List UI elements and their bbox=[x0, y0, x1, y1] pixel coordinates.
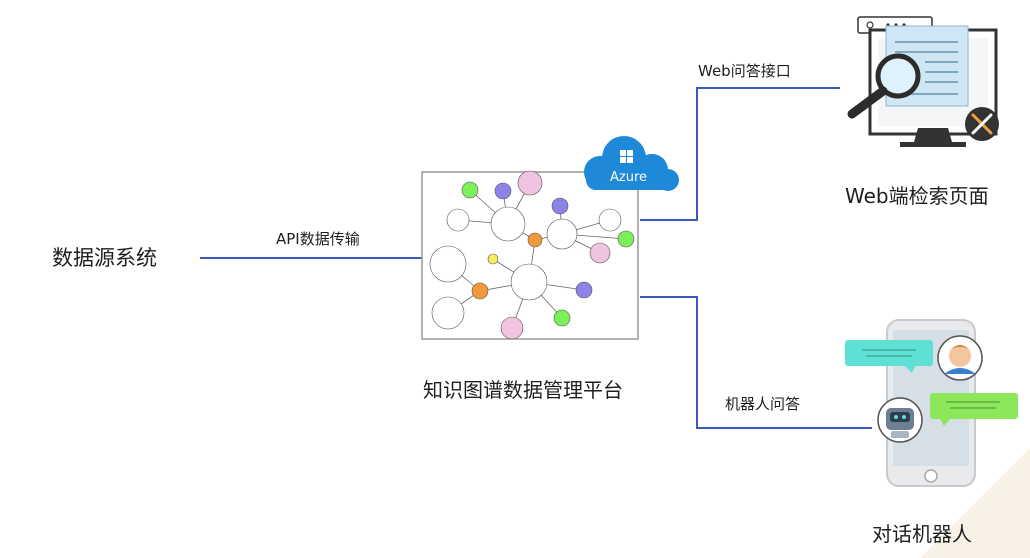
edge-label-api: API数据传输 bbox=[276, 230, 360, 248]
platform-label: 知识图谱数据管理平台 bbox=[423, 378, 623, 402]
edge-platform-chatbot bbox=[640, 296, 872, 429]
edge-label-web-api: Web问答接口 bbox=[698, 62, 791, 80]
web-page-label: Web端检索页面 bbox=[845, 184, 989, 208]
edge-label-robot-qa: 机器人问答 bbox=[725, 395, 801, 413]
edge-platform-web bbox=[640, 87, 840, 221]
windows-logo-icon bbox=[620, 150, 633, 163]
source-system-label: 数据源系统 bbox=[52, 246, 157, 270]
chatbot-label: 对话机器人 bbox=[872, 522, 972, 546]
cloud-label: Azure bbox=[610, 170, 648, 185]
